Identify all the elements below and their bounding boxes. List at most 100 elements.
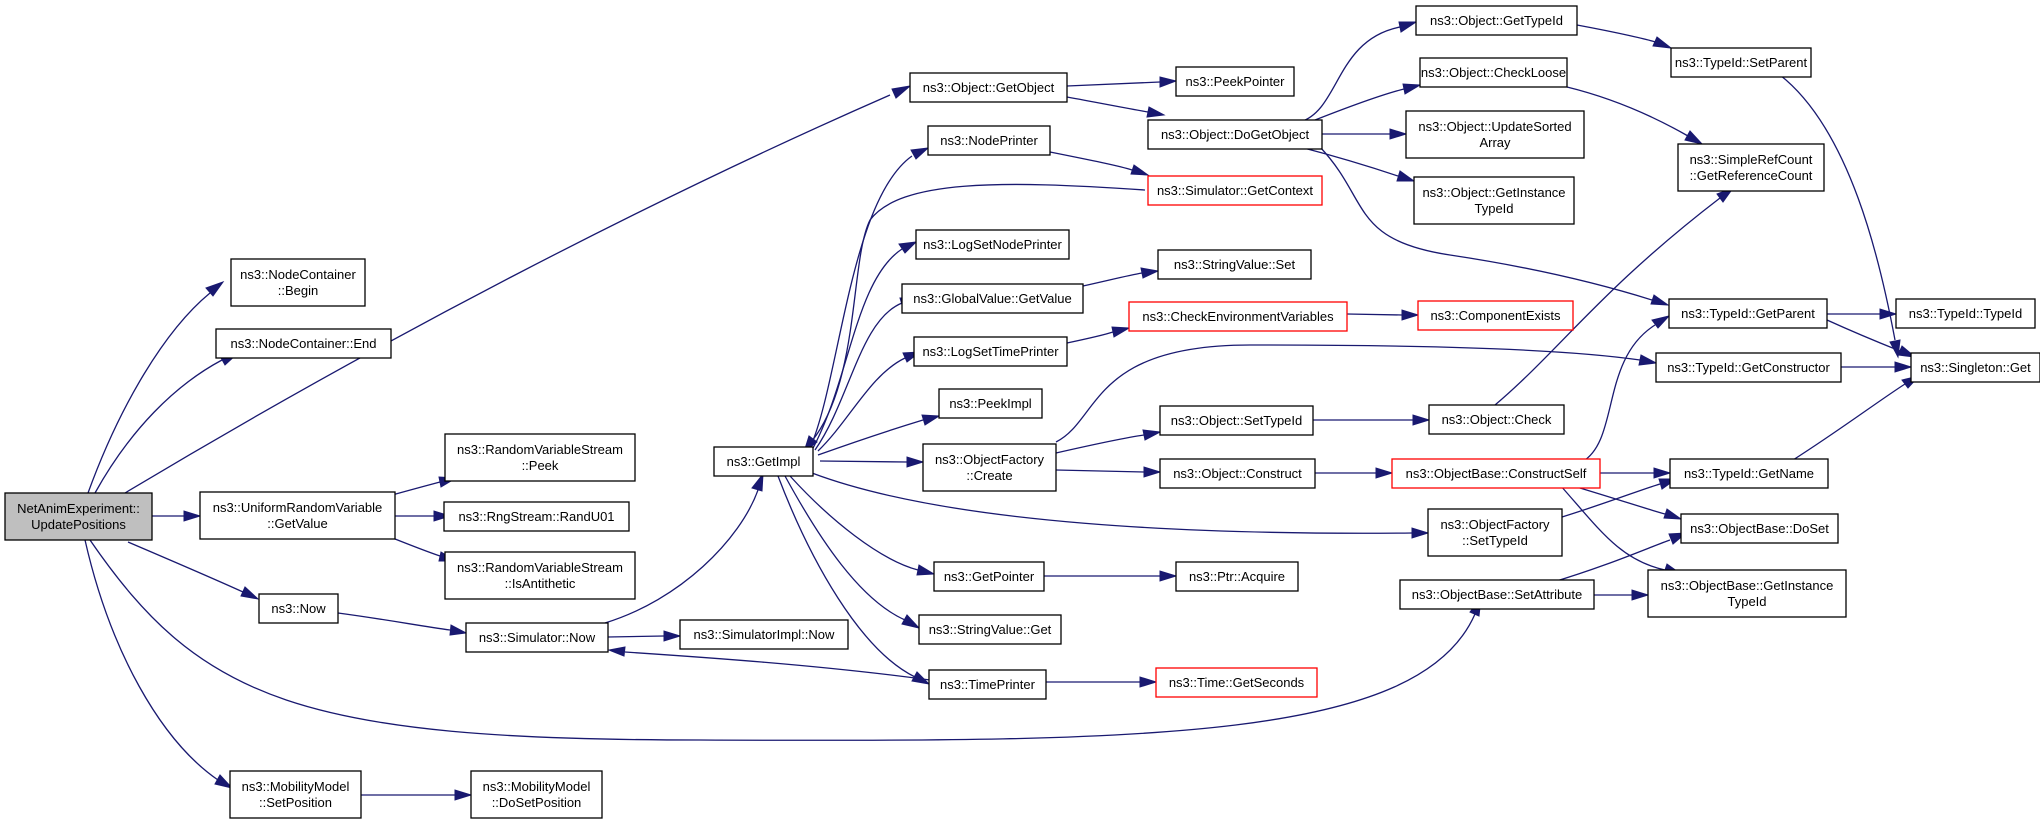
arrowhead bbox=[240, 586, 260, 600]
arrowhead bbox=[1879, 308, 1898, 320]
arrowhead bbox=[1411, 527, 1430, 539]
arrowhead bbox=[751, 472, 764, 492]
node-root[interactable]: NetAnimExperiment::UpdatePositions bbox=[4, 492, 153, 541]
node-label: ns3::ObjectBase::DoSet bbox=[1690, 521, 1829, 536]
node-getimpl[interactable]: ns3::GetImpl bbox=[713, 446, 814, 477]
node-label: ::GetValue bbox=[267, 516, 327, 531]
node-box bbox=[1910, 352, 2040, 383]
node-now[interactable]: ns3::Now bbox=[258, 593, 339, 624]
edge-getimpl-gvgetvalue bbox=[814, 302, 903, 451]
node-ptr-acquire[interactable]: ns3::Ptr::Acquire bbox=[1175, 561, 1299, 592]
node-tid-setparent[interactable]: ns3::TypeId::SetParent bbox=[1670, 47, 1812, 78]
node-obj-gettypeid[interactable]: ns3::Object::GetTypeId bbox=[1415, 5, 1578, 36]
edge-setparent-singleton bbox=[1779, 74, 1896, 341]
edge-nodeprinter-getcontext bbox=[1049, 151, 1133, 171]
node-peekpointer[interactable]: ns3::PeekPointer bbox=[1175, 66, 1295, 97]
node-label: ns3::MobilityModel bbox=[483, 779, 591, 794]
node-label: ns3::GetPointer bbox=[944, 569, 1035, 584]
node-gv-getvalue[interactable]: ns3::GlobalValue::GetValue bbox=[901, 283, 1084, 314]
node-obj-check[interactable]: ns3::Object::Check bbox=[1428, 404, 1565, 435]
node-tid-getconstructor[interactable]: ns3::TypeId::GetConstructor bbox=[1655, 352, 1842, 383]
node-logsetnodeprinter[interactable]: ns3::LogSetNodePrinter bbox=[915, 229, 1070, 260]
node-box bbox=[470, 770, 603, 819]
arrowhead bbox=[910, 147, 930, 160]
node-tid-getparent[interactable]: ns3::TypeId::GetParent bbox=[1668, 298, 1828, 329]
node-timeprinter[interactable]: ns3::TimePrinter bbox=[928, 669, 1047, 700]
node-rvs-peek[interactable]: ns3::RandomVariableStream::Peek bbox=[444, 433, 636, 482]
node-sim-now[interactable]: ns3::Simulator::Now bbox=[465, 622, 609, 653]
node-box bbox=[1157, 249, 1312, 280]
node-label: ns3::Object::GetInstance bbox=[1422, 185, 1565, 200]
node-sv-get[interactable]: ns3::StringValue::Get bbox=[918, 614, 1062, 645]
edge-checkloose-refcount bbox=[1566, 86, 1689, 137]
node-box bbox=[258, 593, 339, 624]
node-rvs-isanti[interactable]: ns3::RandomVariableStream::IsAntithetic bbox=[444, 551, 636, 600]
node-label: ns3::TypeId::TypeId bbox=[1909, 306, 2022, 321]
node-sv-set[interactable]: ns3::StringValue::Set bbox=[1157, 249, 1312, 280]
node-ob-doset[interactable]: ns3::ObjectBase::DoSet bbox=[1680, 513, 1839, 544]
arrowhead bbox=[1894, 361, 1913, 373]
node-box bbox=[1405, 110, 1585, 159]
node-mm-setpos[interactable]: ns3::MobilityModel::SetPosition bbox=[229, 770, 362, 819]
node-box bbox=[1175, 561, 1299, 592]
node-box bbox=[230, 258, 366, 307]
edge-simnow-simimplnow bbox=[607, 635, 665, 638]
node-box bbox=[1159, 405, 1314, 436]
node-label: ns3::Now bbox=[271, 601, 326, 616]
node-box bbox=[913, 336, 1068, 367]
node-obj-dogetobject[interactable]: ns3::Object::DoGetObject bbox=[1147, 119, 1323, 150]
node-tid-getname[interactable]: ns3::TypeId::GetName bbox=[1669, 458, 1829, 489]
node-obj-checkloose[interactable]: ns3::Object::CheckLoose bbox=[1419, 57, 1568, 88]
node-of-settypeid[interactable]: ns3::ObjectFactory::SetTypeId bbox=[1427, 508, 1563, 557]
node-obj-settypeid[interactable]: ns3::Object::SetTypeId bbox=[1159, 405, 1314, 436]
node-ob-constructself[interactable]: ns3::ObjectBase::ConstructSelf bbox=[1391, 458, 1601, 489]
arrowhead bbox=[1159, 76, 1178, 88]
arrowhead bbox=[1652, 36, 1673, 49]
node-peekimpl[interactable]: ns3::PeekImpl bbox=[938, 388, 1043, 419]
node-simimpl-now[interactable]: ns3::SimulatorImpl::Now bbox=[679, 619, 849, 650]
node-mm-dosetpos[interactable]: ns3::MobilityModel::DoSetPosition bbox=[470, 770, 603, 819]
node-box bbox=[918, 614, 1062, 645]
node-nodeprinter[interactable]: ns3::NodePrinter bbox=[927, 125, 1051, 156]
node-box bbox=[444, 551, 636, 600]
node-box bbox=[927, 125, 1051, 156]
node-label: ns3::ObjectFactory bbox=[935, 452, 1045, 467]
node-nc-end[interactable]: ns3::NodeContainer::End bbox=[215, 328, 392, 359]
node-of-create[interactable]: ns3::ObjectFactory::Create bbox=[922, 443, 1057, 492]
arrowhead bbox=[1139, 676, 1158, 688]
node-box bbox=[443, 501, 630, 532]
node-rng-randu01[interactable]: ns3::RngStream::RandU01 bbox=[443, 501, 630, 532]
node-srf-getrefcount[interactable]: ns3::SimpleRefCount::GetReferenceCount bbox=[1677, 143, 1825, 192]
node-urv-getvalue[interactable]: ns3::UniformRandomVariable::GetValue bbox=[199, 491, 396, 540]
node-time-getseconds[interactable]: ns3::Time::GetSeconds bbox=[1155, 667, 1318, 698]
node-sim-getcontext[interactable]: ns3::Simulator::GetContext bbox=[1147, 175, 1323, 206]
edge-dogetobject-getinstance bbox=[1299, 146, 1399, 177]
arrowhead bbox=[921, 414, 941, 426]
node-tid-typeid[interactable]: ns3::TypeId::TypeId bbox=[1895, 298, 2036, 329]
edge-getimpl-ofcreate bbox=[819, 460, 908, 463]
node-ob-setattr[interactable]: ns3::ObjectBase::SetAttribute bbox=[1399, 579, 1595, 610]
arrowhead bbox=[607, 646, 626, 657]
arrowhead bbox=[901, 614, 921, 629]
node-obj-getobject[interactable]: ns3::Object::GetObject bbox=[909, 72, 1068, 103]
node-compexists[interactable]: ns3::ComponentExists bbox=[1417, 300, 1574, 331]
node-label: ns3::ObjectFactory bbox=[1440, 517, 1550, 532]
arrowhead bbox=[1389, 128, 1408, 140]
node-getpointer[interactable]: ns3::GetPointer bbox=[933, 561, 1045, 592]
node-logsettimeprinter[interactable]: ns3::LogSetTimePrinter bbox=[913, 336, 1068, 367]
edge-constructself-doset bbox=[1569, 484, 1666, 515]
node-obj-construct[interactable]: ns3::Object::Construct bbox=[1159, 458, 1316, 489]
arrowhead bbox=[183, 510, 202, 522]
edge-getimpl-peekimpl bbox=[817, 419, 924, 456]
arrowhead bbox=[663, 630, 682, 642]
node-checkenv[interactable]: ns3::CheckEnvironmentVariables bbox=[1128, 301, 1348, 332]
node-nc-begin[interactable]: ns3::NodeContainer::Begin bbox=[230, 258, 366, 307]
node-label: ns3::Simulator::GetContext bbox=[1157, 183, 1313, 198]
edge-setattr-doset bbox=[1549, 539, 1671, 584]
arrowhead bbox=[1650, 294, 1670, 306]
node-singleton-get[interactable]: ns3::Singleton::Get bbox=[1910, 352, 2040, 383]
